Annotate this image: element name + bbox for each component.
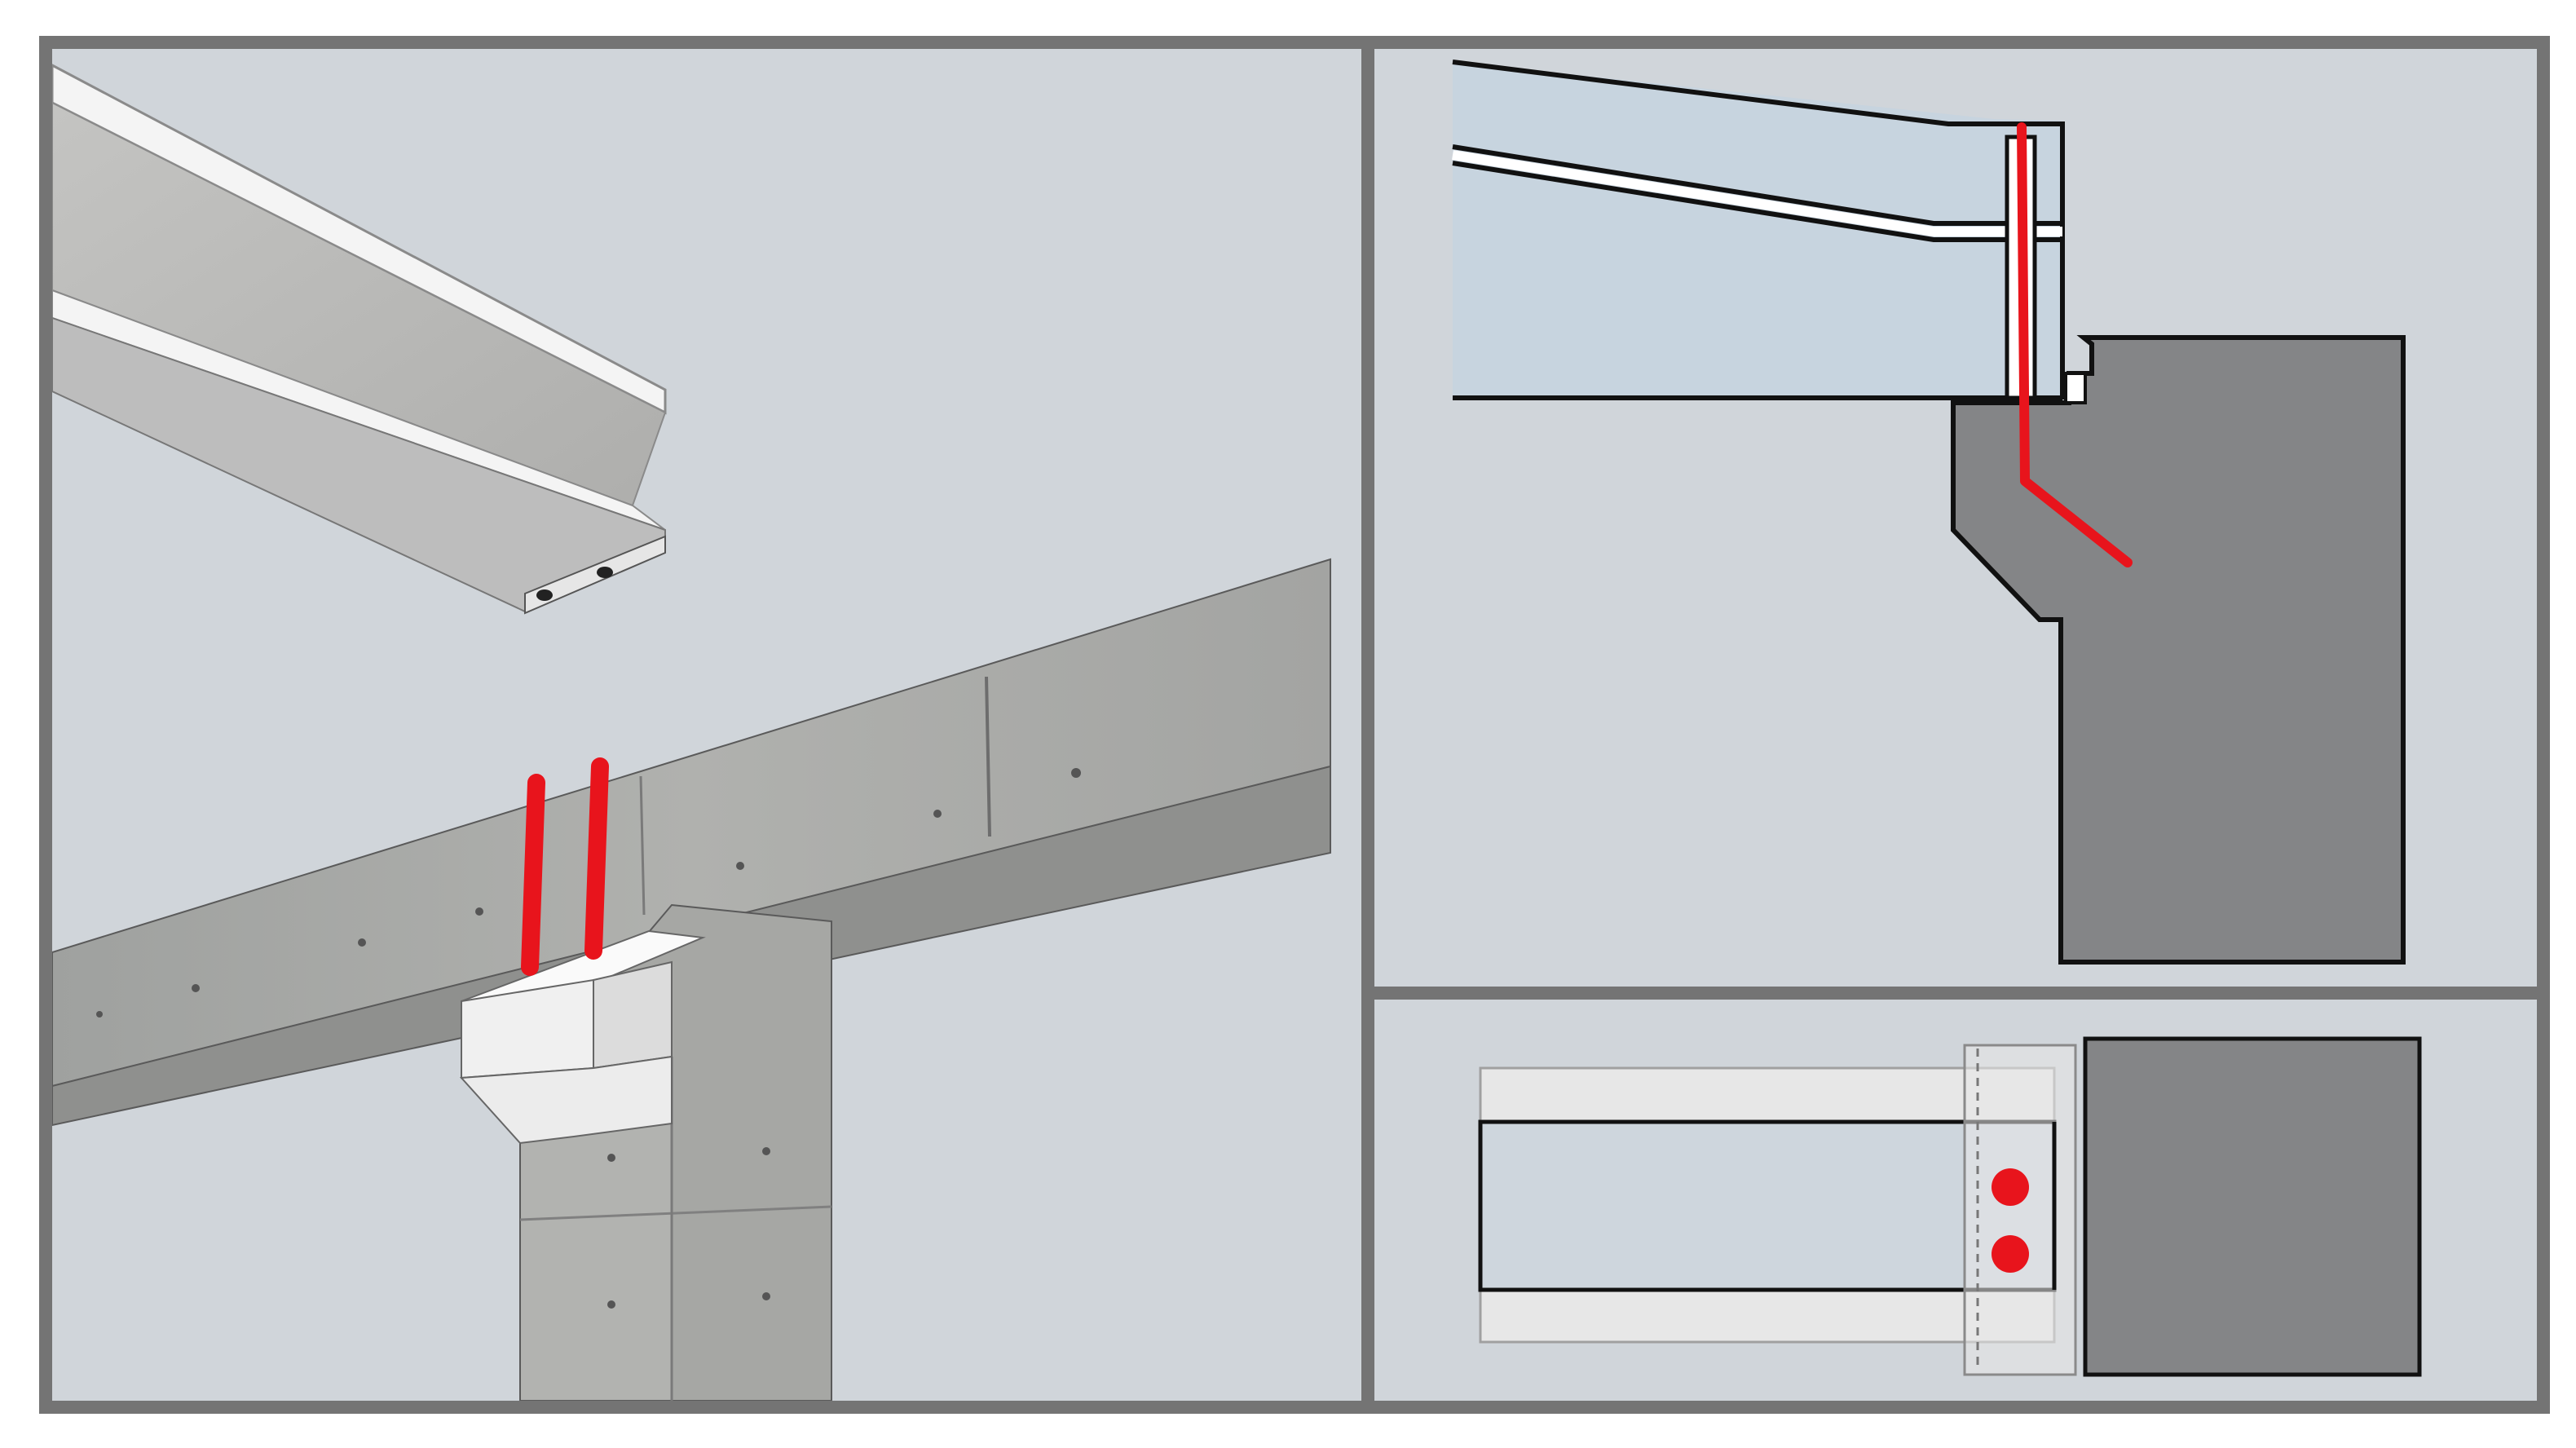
rebar-dot [1992, 1168, 2029, 1206]
plan-view-panel [1374, 1000, 2537, 1401]
form-tie-hole [1071, 768, 1081, 778]
beam-top-edge [1452, 60, 2065, 400]
rebar [2017, 122, 2133, 567]
form-tie-hole [607, 1300, 615, 1309]
web-outline [1478, 1119, 2057, 1292]
bolt-hole [536, 589, 553, 601]
plan-view-drawing [1478, 1036, 2422, 1377]
column-plan [2083, 1036, 2422, 1377]
rebar-dot [1992, 1235, 2029, 1273]
rebar [584, 757, 609, 960]
dowel-rebars [521, 757, 609, 976]
corbel-bearing-block [459, 929, 706, 1145]
beam-end-face [524, 535, 666, 615]
gap-fill [2064, 372, 2087, 404]
bolt-hole [597, 567, 613, 578]
figure-frame [39, 36, 2550, 1414]
column-joint [519, 1205, 832, 1221]
form-tie-hole [607, 1154, 615, 1162]
beam-elevation-body [1453, 62, 2061, 398]
rebar [521, 774, 545, 976]
form-tie-hole [736, 862, 744, 870]
precast-beam-plan [1478, 1066, 2057, 1344]
form-tie-hole [762, 1292, 770, 1300]
perspective-view-panel [52, 49, 1361, 1401]
precast-i-beam [52, 64, 667, 615]
elevation-section-panel [1374, 49, 2537, 987]
form-tie-hole [933, 810, 942, 818]
column-section [1951, 335, 2406, 965]
form-tie-hole [96, 1011, 103, 1018]
formwork-joint [639, 775, 646, 916]
perspective-view-drawing [52, 64, 1331, 1401]
column-with-corbel [1951, 335, 2406, 965]
corbel-side [593, 960, 673, 1070]
form-tie-hole [762, 1147, 770, 1155]
corbel-plan [1963, 1044, 2077, 1376]
formwork-joint [985, 676, 991, 837]
form-tie-hole [192, 984, 200, 992]
precast-beam-elevation [1452, 60, 2065, 400]
form-tie-hole [358, 938, 366, 947]
corbel-chamfer [459, 1055, 673, 1145]
elevation-section-drawing [1452, 60, 2406, 965]
form-tie-hole [475, 907, 483, 916]
